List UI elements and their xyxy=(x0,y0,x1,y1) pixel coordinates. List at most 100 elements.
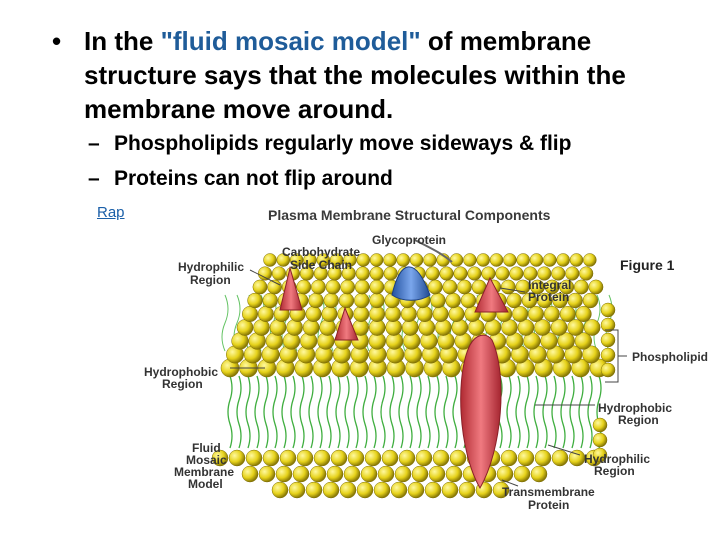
lipid-head xyxy=(446,293,461,308)
lipid-head xyxy=(263,450,279,466)
lipid-head xyxy=(568,319,584,335)
lipid-head xyxy=(449,306,465,322)
lipid-tail xyxy=(399,376,403,448)
lipid-tail xyxy=(264,376,268,448)
lipid-head xyxy=(468,267,482,281)
lipid-head xyxy=(535,450,551,466)
lipid-head xyxy=(429,466,445,482)
lipid-head xyxy=(314,450,330,466)
label-hydrophilic-top-2: Region xyxy=(190,273,231,287)
lipid-head xyxy=(560,306,576,322)
figure-label: Figure 1 xyxy=(620,257,675,273)
lipid-tail xyxy=(291,376,295,448)
lipid-head xyxy=(270,319,286,335)
lipid-head xyxy=(589,280,603,294)
lipid-head xyxy=(514,466,530,482)
label-fluid-4: Model xyxy=(188,477,223,491)
lipid-head xyxy=(369,306,385,322)
lipid-head xyxy=(528,306,544,322)
lipid-head xyxy=(452,319,468,335)
lipid-tail xyxy=(228,376,232,448)
lipid-head xyxy=(426,267,440,281)
lipid-head xyxy=(584,319,600,335)
lipid-head xyxy=(431,293,446,308)
sub-bullet-proteins: –Proteins can not flip around xyxy=(88,165,393,193)
label-hydrophilic-top-1: Hydrophilic xyxy=(178,260,244,274)
lipid-tail xyxy=(588,376,592,448)
lipid-head xyxy=(264,254,277,267)
lipid-head xyxy=(440,267,454,281)
lipid-head xyxy=(435,319,451,335)
lipid-head xyxy=(324,293,339,308)
lipid-head xyxy=(382,450,398,466)
lipid-tail xyxy=(246,376,250,448)
lipid-head xyxy=(399,450,415,466)
lipid-head xyxy=(311,280,325,294)
lipid-tail xyxy=(417,376,421,448)
label-integral-2: Protein xyxy=(528,290,569,304)
lipid-tail xyxy=(453,376,457,448)
lipid-head xyxy=(544,306,560,322)
lipid-head xyxy=(272,482,288,498)
lipid-head xyxy=(442,482,458,498)
sub-bullet-dash: – xyxy=(88,130,114,158)
lipid-tail xyxy=(525,376,529,448)
lipid-head xyxy=(457,280,471,294)
lipid-head xyxy=(370,267,384,281)
lipid-tail xyxy=(408,376,412,448)
lipid-tail xyxy=(561,376,565,448)
lipid-head xyxy=(543,254,556,267)
lipid-head xyxy=(501,450,517,466)
lipid-head xyxy=(593,418,607,432)
lipid-head xyxy=(395,466,411,482)
lipid-head xyxy=(242,466,258,482)
lipid-tail xyxy=(534,376,538,448)
lipid-tail xyxy=(327,376,331,448)
lipid-head xyxy=(326,280,340,294)
rap-link[interactable]: Rap xyxy=(97,204,125,221)
lipid-head xyxy=(503,254,516,267)
lipid-tail xyxy=(444,376,448,448)
lipid-head xyxy=(354,293,369,308)
lipid-tail xyxy=(435,376,439,448)
lipid-head xyxy=(272,267,286,281)
lipid-head xyxy=(383,254,396,267)
figure-title: Plasma Membrane Structural Components xyxy=(268,207,551,223)
lipid-tail xyxy=(282,376,286,448)
lipid-head xyxy=(357,482,373,498)
label-hydrophobic-right-2: Region xyxy=(618,413,659,427)
lipid-head xyxy=(348,450,364,466)
lipid-head xyxy=(340,482,356,498)
lipid-head xyxy=(374,482,390,498)
lipid-head xyxy=(391,482,407,498)
lipid-head xyxy=(507,293,522,308)
bullet-symbol: • xyxy=(52,24,80,58)
label-carbohydrate-1: Carbohydrate xyxy=(282,245,360,259)
lipid-head xyxy=(574,280,588,294)
sub-bullet-text: Proteins can not flip around xyxy=(114,167,393,190)
lipid-head xyxy=(459,482,475,498)
lipid-head xyxy=(463,254,476,267)
lipid-head xyxy=(552,450,568,466)
lipid-head xyxy=(297,450,313,466)
lipid-head xyxy=(276,466,292,482)
lipid-head xyxy=(229,450,245,466)
label-transmembrane-1: Transmembrane xyxy=(502,485,595,499)
lipid-head xyxy=(477,254,490,267)
lipid-head xyxy=(510,267,524,281)
lipid-head xyxy=(446,466,462,482)
lipid-tail xyxy=(570,376,574,448)
lipid-head xyxy=(433,306,449,322)
lipid-head xyxy=(306,482,322,498)
label-glycoprotein: Glycoprotein xyxy=(372,233,446,247)
lipid-tail xyxy=(372,376,376,448)
lipid-tail xyxy=(426,376,430,448)
lipid-head xyxy=(601,303,615,317)
lipid-tail xyxy=(354,376,358,448)
lipid-tail xyxy=(336,376,340,448)
lipid-head xyxy=(384,267,398,281)
lipid-head xyxy=(253,280,267,294)
lipid-head xyxy=(323,482,339,498)
lipid-head xyxy=(385,306,401,322)
lipid-tail xyxy=(543,376,547,448)
